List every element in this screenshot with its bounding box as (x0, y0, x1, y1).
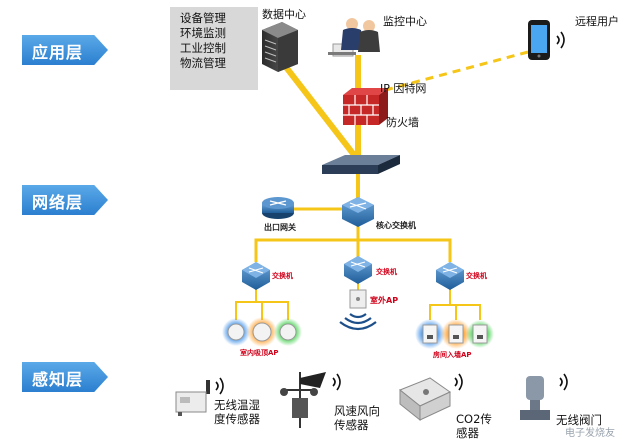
link-left-switch-aps (235, 285, 257, 320)
function-industrial-control: 工业控制 (180, 41, 226, 55)
link-right-switch-aps (429, 285, 451, 320)
function-logistics-management: 物流管理 (180, 56, 226, 70)
label-switch-right: 交换机 (466, 272, 487, 280)
function-device-management: 设备管理 (180, 11, 226, 25)
watermark: 电子发烧友 (565, 428, 615, 439)
switch-icon (242, 262, 270, 290)
switch-icon (344, 256, 372, 284)
label-switch-left: 交换机 (272, 272, 293, 280)
smartphone-icon (528, 20, 550, 60)
access-point-icon (349, 289, 367, 309)
layer-label-perception: 感知层 (32, 370, 84, 389)
label-monitor-center: 监控中心 (383, 15, 427, 28)
label-temp-humidity-sensor: 无线温湿度传感器 (214, 398, 260, 426)
layer-arrow-application: 应用层 (22, 35, 108, 65)
wifi-icon (339, 313, 377, 331)
label-internet: IP 因特网 (380, 82, 427, 95)
label-wind-sensor: 风速风向传感器 (334, 404, 380, 432)
wifi-icon (332, 373, 341, 391)
management-functions-box: 设备管理 环境监测 工业控制 物流管理 (170, 7, 258, 90)
label-outdoor-ap: 室外AP (370, 296, 399, 305)
sensor-icon (399, 377, 451, 422)
wifi-icon (215, 377, 224, 395)
layer-label-network: 网络层 (32, 193, 84, 212)
label-switch-mid: 交换机 (376, 268, 397, 276)
label-remote-user: 远程用户 (575, 15, 619, 28)
wind-vane-icon (280, 372, 326, 428)
gateway-icon (262, 197, 294, 219)
label-egress-gateway: 出口网关 (264, 223, 296, 232)
layer-label-application: 应用层 (32, 43, 84, 62)
wifi-icon (454, 373, 463, 391)
label-indoor-wall-ap: 房间入墙AP (433, 351, 472, 359)
firewall-icon (343, 88, 388, 125)
valve-icon (520, 376, 550, 420)
operators-icon (328, 18, 380, 57)
router-icon (322, 155, 400, 174)
core-switch-icon (342, 197, 374, 227)
layer-arrow-network: 网络层 (22, 185, 108, 215)
wifi-icon (559, 373, 568, 391)
links (235, 50, 529, 320)
link-datacenter-router (279, 60, 361, 162)
access-point-icon (222, 317, 302, 347)
wifi-icon (556, 31, 565, 49)
link-core-switch-right (358, 238, 452, 262)
server-icon (262, 22, 298, 72)
label-indoor-ceiling-ap: 室内吸顶AP (240, 349, 279, 357)
layer-arrow-perception: 感知层 (22, 362, 108, 392)
label-valve: 无线阀门 (556, 413, 602, 427)
function-environment-monitoring: 环境监测 (180, 26, 226, 40)
access-point-icon (415, 319, 494, 349)
label-firewall: 防火墙 (386, 116, 419, 129)
sensor-icon (175, 380, 210, 416)
switch-icon (436, 262, 464, 290)
label-co2-sensor: CO2传感器 (456, 412, 492, 440)
label-data-center: 数据中心 (262, 8, 306, 21)
link-remote-user-dashed (377, 50, 529, 94)
label-core-switch: 核心交换机 (376, 221, 416, 230)
